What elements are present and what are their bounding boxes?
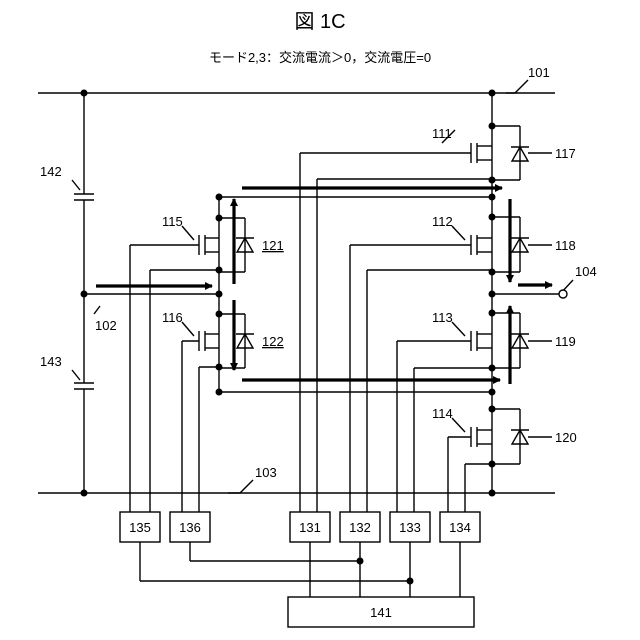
label-117: 117 — [555, 146, 576, 161]
label-114: 114 — [432, 406, 453, 421]
label-122: 122 — [262, 334, 284, 349]
driver-131-label: 131 — [299, 520, 321, 535]
driver-134-label: 134 — [449, 520, 471, 535]
label-116: 116 — [162, 310, 183, 325]
label-142: 142 — [40, 164, 62, 179]
label-121: 121 — [262, 238, 284, 253]
label-118: 118 — [555, 238, 576, 253]
label-101: 101 — [528, 65, 550, 80]
figure-title: 図 1C — [294, 11, 345, 33]
figure-subtitle: モード2,3：交流電流＞0，交流電圧=0 — [209, 50, 431, 65]
output-terminal — [559, 290, 567, 298]
driver-132-label: 132 — [349, 520, 371, 535]
label-113: 113 — [432, 310, 453, 325]
junction-dots — [81, 90, 496, 585]
label-111: 111 — [432, 126, 452, 141]
driver-136-label: 136 — [179, 520, 201, 535]
label-115: 115 — [162, 214, 183, 229]
label-103: 103 — [255, 465, 277, 480]
label-143: 143 — [40, 354, 62, 369]
diodes — [236, 147, 552, 444]
driver-135-label: 135 — [129, 520, 151, 535]
label-120: 120 — [555, 430, 577, 445]
label-102: 102 — [95, 318, 117, 333]
label-119: 119 — [555, 334, 576, 349]
label-104: 104 — [575, 264, 597, 279]
controller-141-label: 141 — [370, 605, 392, 620]
driver-133-label: 133 — [399, 520, 421, 535]
label-112: 112 — [432, 214, 453, 229]
